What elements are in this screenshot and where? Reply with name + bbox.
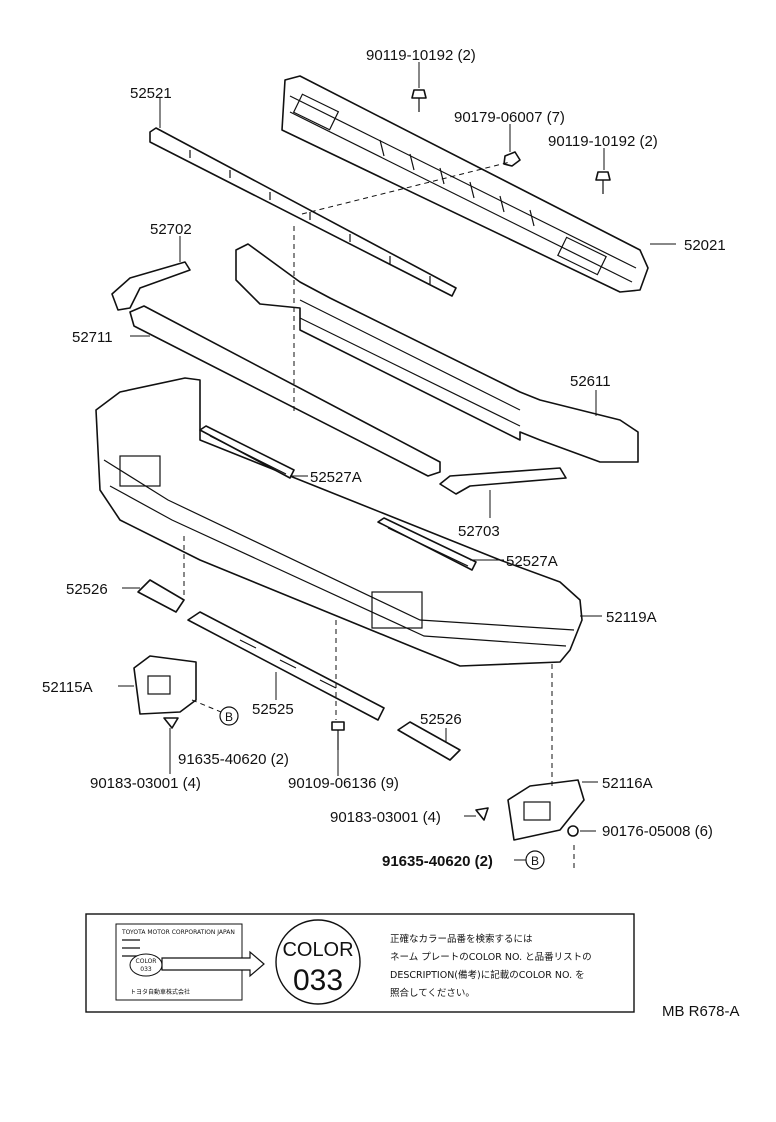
bracket-52116A	[507, 779, 585, 841]
svg-text:トヨタ自動車株式会社: トヨタ自動車株式会社	[130, 988, 190, 996]
label-90119-top: 90119-10192 (2)	[366, 47, 476, 64]
extension-52702	[111, 261, 191, 311]
label-91635-left: 91635-40620 (2)	[178, 751, 289, 768]
label-52702: 52702	[150, 221, 192, 238]
grille-52527A-right	[377, 517, 477, 571]
svg-text:033: 033	[293, 964, 343, 997]
svg-text:B: B	[225, 710, 233, 724]
label-90119-right: 90119-10192 (2)	[548, 133, 658, 150]
color-info-box: TOYOTA MOTOR CORPORATION JAPAN COLOR 033…	[85, 913, 635, 1013]
bumper-cover-52119A	[95, 377, 583, 667]
bolt-icon	[411, 89, 427, 112]
note-line-4: 照合してください。	[390, 987, 475, 999]
stay-52526-left	[137, 579, 185, 613]
support-52525	[187, 611, 385, 721]
grille-52527A-left	[199, 425, 295, 479]
bolt-icon	[595, 171, 611, 194]
svg-text:COLOR: COLOR	[282, 939, 353, 961]
bracket-52115A	[133, 655, 197, 715]
label-52119A: 52119A	[606, 609, 657, 626]
svg-text:COLOR: COLOR	[136, 958, 157, 965]
label-90183-left: 90183-03001 (4)	[90, 775, 201, 792]
label-52527A-left: 52527A	[310, 469, 362, 486]
nut-icon	[503, 151, 521, 167]
stay-52526-right	[397, 721, 461, 761]
label-52711: 52711	[72, 329, 113, 346]
note-line-1: 正確なカラー品番を検索するには	[390, 933, 533, 945]
label-52611: 52611	[570, 373, 611, 390]
label-91635-right: 91635-40620 (2)	[382, 853, 493, 870]
label-52116A: 52116A	[602, 775, 653, 792]
energy-absorber-52611	[235, 243, 639, 463]
clip-icon	[475, 807, 489, 821]
circled-b-marker-right: B	[525, 850, 545, 870]
label-52527A-right: 52527A	[506, 553, 558, 570]
label-52521: 52521	[130, 85, 172, 102]
diagram-code: MB R678-A	[662, 1003, 740, 1020]
svg-text:TOYOTA MOTOR CORPORATION JAPAN: TOYOTA MOTOR CORPORATION JAPAN	[121, 929, 235, 936]
bumper-reinforcement-52021	[281, 75, 649, 293]
bumper-retainer-52521	[149, 127, 457, 297]
clip-icon	[163, 717, 179, 729]
label-90179: 90179-06007 (7)	[454, 109, 565, 126]
label-52115A: 52115A	[42, 679, 93, 696]
screw-icon	[331, 721, 345, 750]
label-52526-right: 52526	[420, 711, 462, 728]
note-line-2: ネーム プレートのCOLOR NO. と品番リストの	[390, 951, 592, 963]
color-code-circle: COLOR 033	[275, 919, 361, 1005]
label-90176: 90176-05008 (6)	[602, 823, 713, 840]
nut-icon	[567, 825, 579, 837]
moulding-52711	[129, 305, 441, 477]
arrow-right-icon	[161, 950, 265, 978]
label-52021: 52021	[684, 237, 726, 254]
label-52703: 52703	[458, 523, 500, 540]
label-52525: 52525	[252, 701, 294, 718]
label-52526-left: 52526	[66, 581, 108, 598]
label-90109: 90109-06136 (9)	[288, 775, 399, 792]
note-line-3: DESCRIPTION(備考)に記載のCOLOR NO. を	[390, 969, 585, 981]
circled-b-marker-left: B	[219, 706, 239, 726]
svg-text:B: B	[531, 854, 539, 868]
extension-52703	[439, 467, 567, 495]
label-90183-right: 90183-03001 (4)	[330, 809, 441, 826]
svg-text:033: 033	[140, 966, 152, 973]
